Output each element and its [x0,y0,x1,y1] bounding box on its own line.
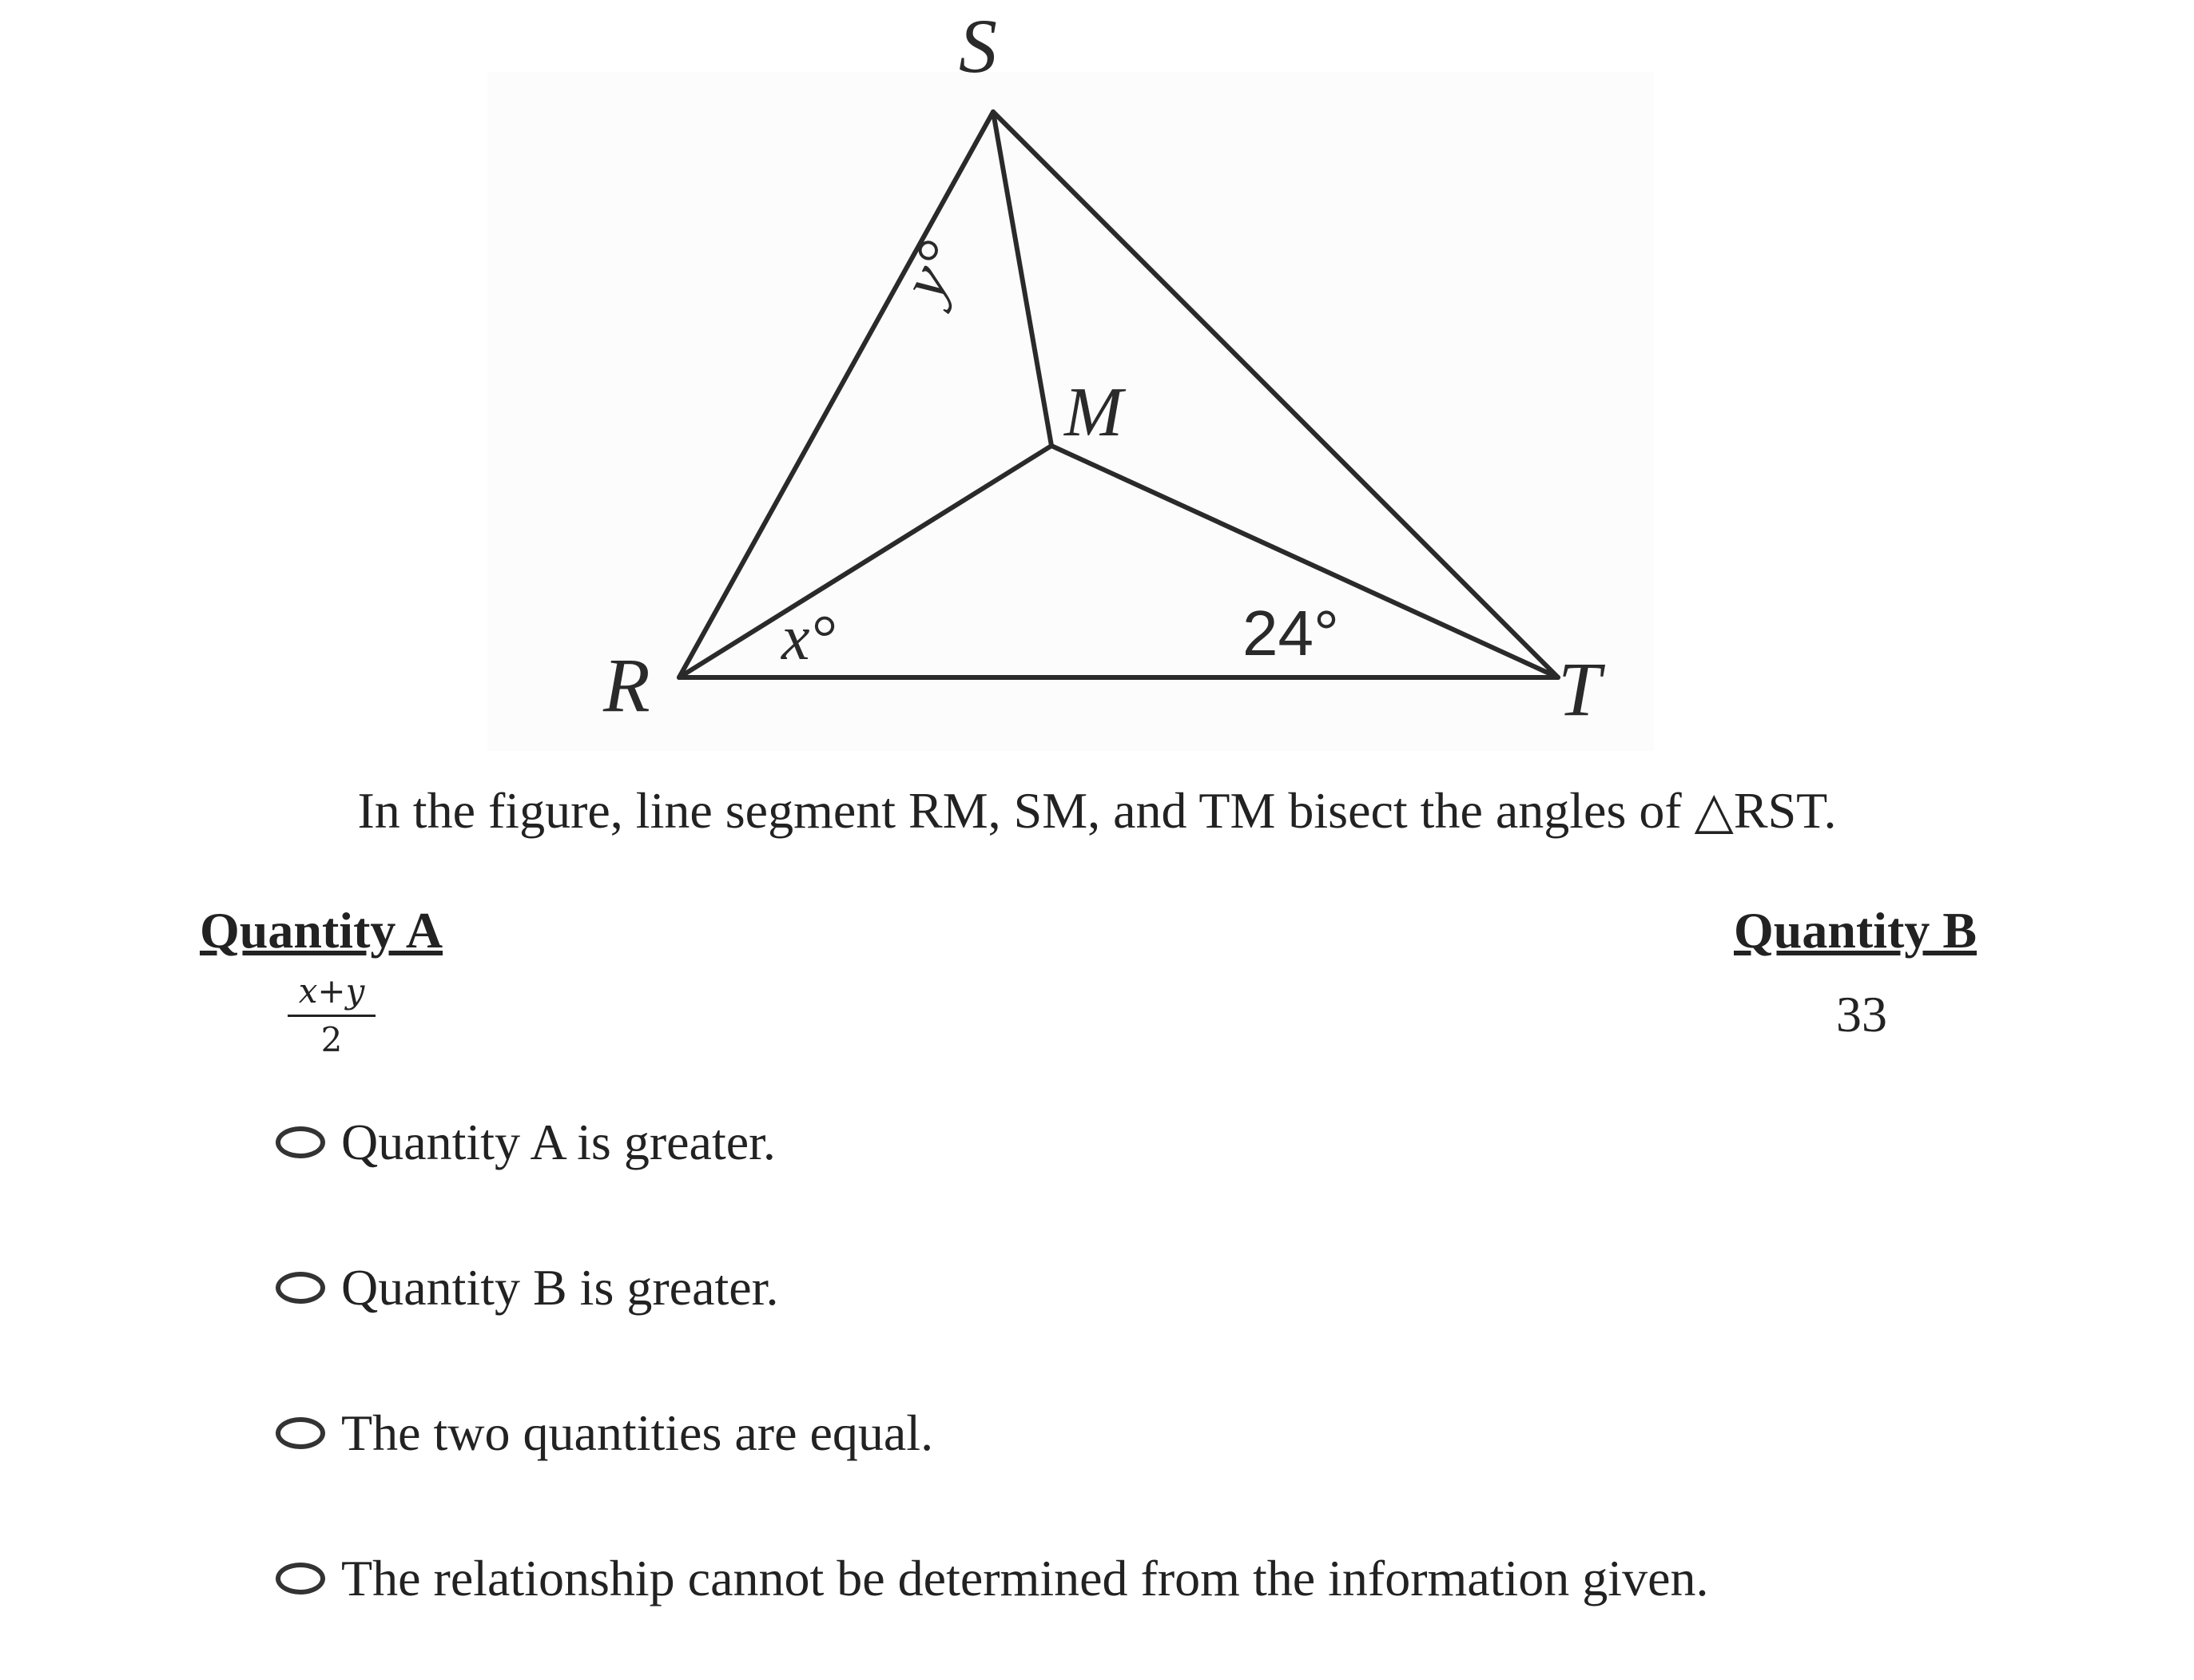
quantity-b-value: 33 [1836,986,1887,1043]
option-cannot-determine[interactable]: The relationship cannot be determined fr… [276,1535,1708,1622]
triangle-figure: S R T M y° x° 24° [487,3,1654,751]
vertex-label-r: R [602,642,650,728]
segment-sm [991,109,1054,448]
quantity-a-value: x+y 2 [288,968,376,1063]
vertex-label-s: S [959,3,997,89]
option-b-greater[interactable]: Quantity B is greater. [276,1244,1708,1332]
option-equal[interactable]: The two quantities are equal. [276,1389,1708,1477]
side-rs [677,109,996,680]
triangle-diagram: S R T M y° x° 24° [602,3,1606,732]
vertex-label-m: M [1063,374,1127,451]
option-label: Quantity A is greater. [341,1114,776,1170]
option-a-greater[interactable]: Quantity A is greater. [276,1098,1708,1186]
quantity-a-heading: Quantity A [200,902,443,959]
radio-button-c[interactable] [276,1417,325,1449]
option-label: Quantity B is greater. [341,1259,779,1316]
angle-label-x: x° [781,603,836,673]
quantity-a-numerator: x+y [288,968,376,1017]
vertex-label-t: T [1558,646,1606,732]
side-st [991,109,1560,680]
radio-button-b[interactable] [276,1272,325,1304]
option-label: The relationship cannot be determined fr… [341,1550,1709,1607]
segment-rm [677,443,1054,680]
answer-options: Quantity A is greater. Quantity B is gre… [276,1098,1708,1680]
option-label: The two quantities are equal. [341,1404,934,1461]
quantity-b-heading: Quantity B [1734,902,1977,959]
angle-label-y: y° [886,231,976,316]
question-prompt: In the figure, line segment RM, SM, and … [357,782,1837,839]
angle-label-24: 24° [1242,598,1339,669]
radio-button-a[interactable] [276,1126,325,1158]
radio-button-d[interactable] [276,1563,325,1595]
quantity-a-denominator: 2 [320,1020,343,1059]
segment-tm [1049,443,1560,680]
